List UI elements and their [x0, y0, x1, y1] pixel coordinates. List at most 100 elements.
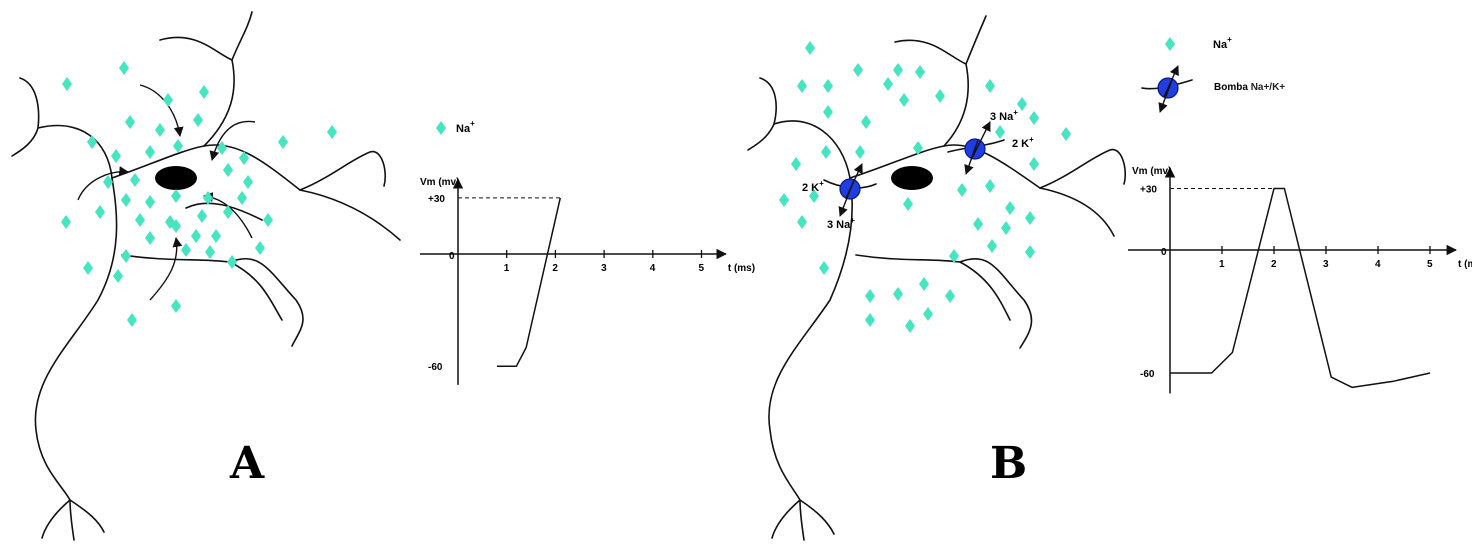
- sodium-ion: [145, 231, 155, 245]
- sodium-ion: [883, 77, 893, 91]
- neuron-a: [11, 11, 401, 541]
- sodium-ion: [1029, 157, 1039, 171]
- sodium-ion: [1025, 245, 1035, 259]
- sodium-ion: [865, 313, 875, 327]
- sodium-ion: [819, 261, 829, 275]
- sodium-ion: [861, 115, 871, 129]
- sodium-ion: [191, 229, 201, 243]
- sodium-ion: [111, 149, 121, 163]
- sodium-ion: [83, 261, 93, 275]
- sodium-ion: [957, 183, 967, 197]
- sodium-ion: [243, 175, 253, 189]
- sodium-ion: [171, 189, 181, 203]
- y-tick-label: +30: [428, 194, 445, 205]
- sodium-ion: [779, 193, 789, 207]
- sodium-ion: [223, 163, 233, 177]
- sodium-ion: [821, 145, 831, 159]
- pump-right: [947, 121, 1005, 175]
- sodium-ion: [119, 61, 129, 75]
- sodium-ion: [913, 141, 923, 155]
- sodium-ion: [855, 145, 865, 159]
- sodium-ion: [1029, 111, 1039, 125]
- x-tick-label: 2: [552, 263, 558, 274]
- x-tick-label: 4: [1375, 259, 1381, 270]
- label-2k-right: 2 K+: [1012, 135, 1034, 150]
- legend-na-label-b: Na+: [1213, 35, 1232, 51]
- sodium-ion: [915, 65, 925, 79]
- sodium-ion: [985, 179, 995, 193]
- sodium-ion: [163, 93, 173, 107]
- sodium-ion: [809, 189, 819, 203]
- sodium-ion: [893, 63, 903, 77]
- label-3na-right: 3 Na+: [990, 108, 1018, 123]
- sodium-ion: [797, 215, 807, 229]
- sodium-ions-b: [779, 41, 1071, 333]
- sodium-ion: [239, 151, 249, 165]
- origin-label: 0: [1161, 247, 1167, 258]
- sodium-ions-a: [61, 61, 337, 327]
- sodium-ion: [905, 319, 915, 333]
- legend-na-label-a: Na+: [456, 119, 475, 135]
- neuron-b: [747, 15, 1126, 541]
- sodium-ion: [127, 313, 137, 327]
- sodium-ion: [135, 213, 145, 227]
- membrane-potential-trace: [1170, 187, 1431, 389]
- x-tick-label: 5: [699, 263, 705, 274]
- sodium-ion: [145, 145, 155, 159]
- sodium-ion: [121, 193, 131, 207]
- sodium-ion: [797, 79, 807, 93]
- label-2k-left: 2 K+: [802, 179, 824, 194]
- sodium-ion: [995, 125, 1005, 139]
- y-tick-label: -60: [428, 362, 443, 373]
- sodium-ion: [155, 123, 165, 137]
- legend-b: Na+ Bomba Na+/K+: [1141, 35, 1285, 113]
- x-tick-label: 3: [601, 263, 607, 274]
- sodium-ion: [217, 141, 227, 155]
- pump-left: [823, 163, 877, 217]
- sodium-ion: [823, 79, 833, 93]
- sodium-ion: [61, 215, 71, 229]
- y-axis-label: Vm (mv): [1132, 166, 1171, 177]
- y-tick-label: -60: [1140, 369, 1155, 380]
- sodium-ion: [985, 79, 995, 93]
- sodium-ion: [263, 213, 273, 227]
- sodium-ion: [223, 205, 233, 219]
- sodium-ion: [923, 307, 933, 321]
- sodium-ion: [171, 299, 181, 313]
- sodium-ion: [1061, 127, 1071, 141]
- sodium-ion: [919, 277, 929, 291]
- sodium-ion: [903, 197, 913, 211]
- x-tick-label: 1: [1219, 259, 1225, 270]
- sodium-ion: [865, 289, 875, 303]
- legend-na-icon-b: [1165, 37, 1175, 51]
- sodium-ion: [945, 289, 955, 303]
- sodium-ion: [211, 229, 221, 243]
- y-tick-label: +30: [1140, 185, 1157, 196]
- sodium-ion: [237, 191, 247, 205]
- sodium-ion: [255, 241, 265, 255]
- sodium-ion: [87, 135, 97, 149]
- sodium-ion: [1005, 201, 1015, 215]
- sodium-ion: [125, 115, 135, 129]
- sodium-ion: [181, 243, 191, 257]
- origin-label: 0: [449, 251, 455, 262]
- sodium-ion: [1025, 211, 1035, 225]
- sodium-ion: [973, 217, 983, 231]
- sodium-ion: [203, 191, 213, 205]
- panel-label-b: B: [990, 438, 1027, 489]
- sodium-ion: [62, 77, 72, 91]
- sodium-ion: [121, 249, 131, 263]
- x-tick-label: 4: [650, 263, 656, 274]
- sodium-ion: [193, 113, 203, 127]
- legend-pump-label: Bomba Na+/K+: [1214, 82, 1285, 93]
- sodium-ion: [113, 269, 123, 283]
- x-tick-label: 5: [1427, 259, 1433, 270]
- sodium-ion: [327, 125, 337, 139]
- nucleus-b: [891, 166, 933, 190]
- x-axis-label: t (ms): [728, 263, 755, 274]
- sodium-ion: [893, 287, 903, 301]
- x-tick-label: 2: [1271, 259, 1277, 270]
